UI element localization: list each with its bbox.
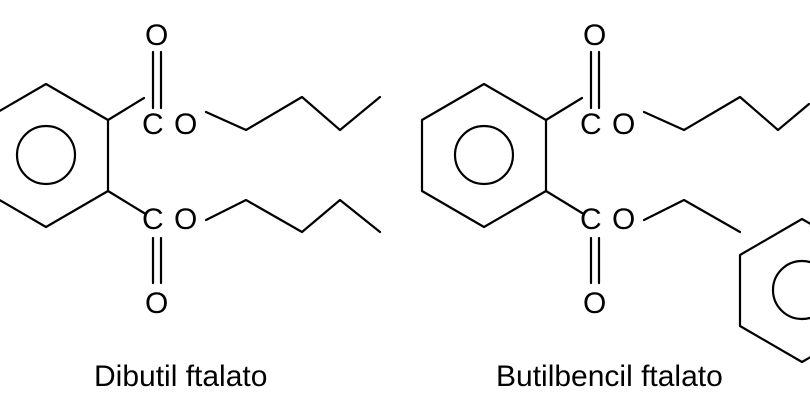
ring-to-upper-carbon-bond	[106, 96, 146, 122]
upper-ester-oxygen: O	[174, 108, 197, 141]
lower-carbonyl-carbon: C	[142, 203, 164, 236]
benzyl-aromatic-circle	[771, 259, 810, 321]
aromatic-circle	[453, 124, 515, 186]
lower-butyl-chain	[204, 198, 382, 234]
aromatic-circle	[15, 124, 77, 186]
lower-carbonyl-oxygen: O	[145, 287, 168, 320]
butyl-benzyl-phthalate-structure: C O O C O O Butilbencil ftalato	[420, 19, 810, 393]
benzyl-methylene-bond	[642, 198, 742, 234]
benzene-ring	[420, 82, 548, 229]
upper-carbonyl-oxygen: O	[583, 19, 606, 52]
ring-to-lower-carbon-bond	[106, 189, 146, 215]
upper-carbonyl-oxygen: O	[145, 19, 168, 52]
lower-carbonyl-carbon: C	[580, 203, 602, 236]
lower-carbonyl-oxygen: O	[583, 287, 606, 320]
upper-butyl-chain	[204, 95, 382, 132]
butyl-benzyl-phthalate-label: Butilbencil ftalato	[496, 360, 723, 393]
ring-to-lower-carbon-bond	[544, 189, 584, 215]
upper-ester-oxygen: O	[612, 108, 635, 141]
upper-butyl-chain	[642, 95, 810, 132]
dibutyl-phthalate-structure: C O O C O O Dibutil ftalato	[0, 19, 382, 393]
dibutyl-phthalate-label: Dibutil ftalato	[94, 360, 267, 393]
ring-to-upper-carbon-bond	[544, 96, 584, 122]
lower-ester-oxygen: O	[174, 203, 197, 236]
upper-carbonyl-carbon: C	[580, 108, 602, 141]
lower-ester-oxygen: O	[612, 203, 635, 236]
upper-carbonyl-carbon: C	[142, 108, 164, 141]
benzyl-ring	[738, 217, 810, 364]
